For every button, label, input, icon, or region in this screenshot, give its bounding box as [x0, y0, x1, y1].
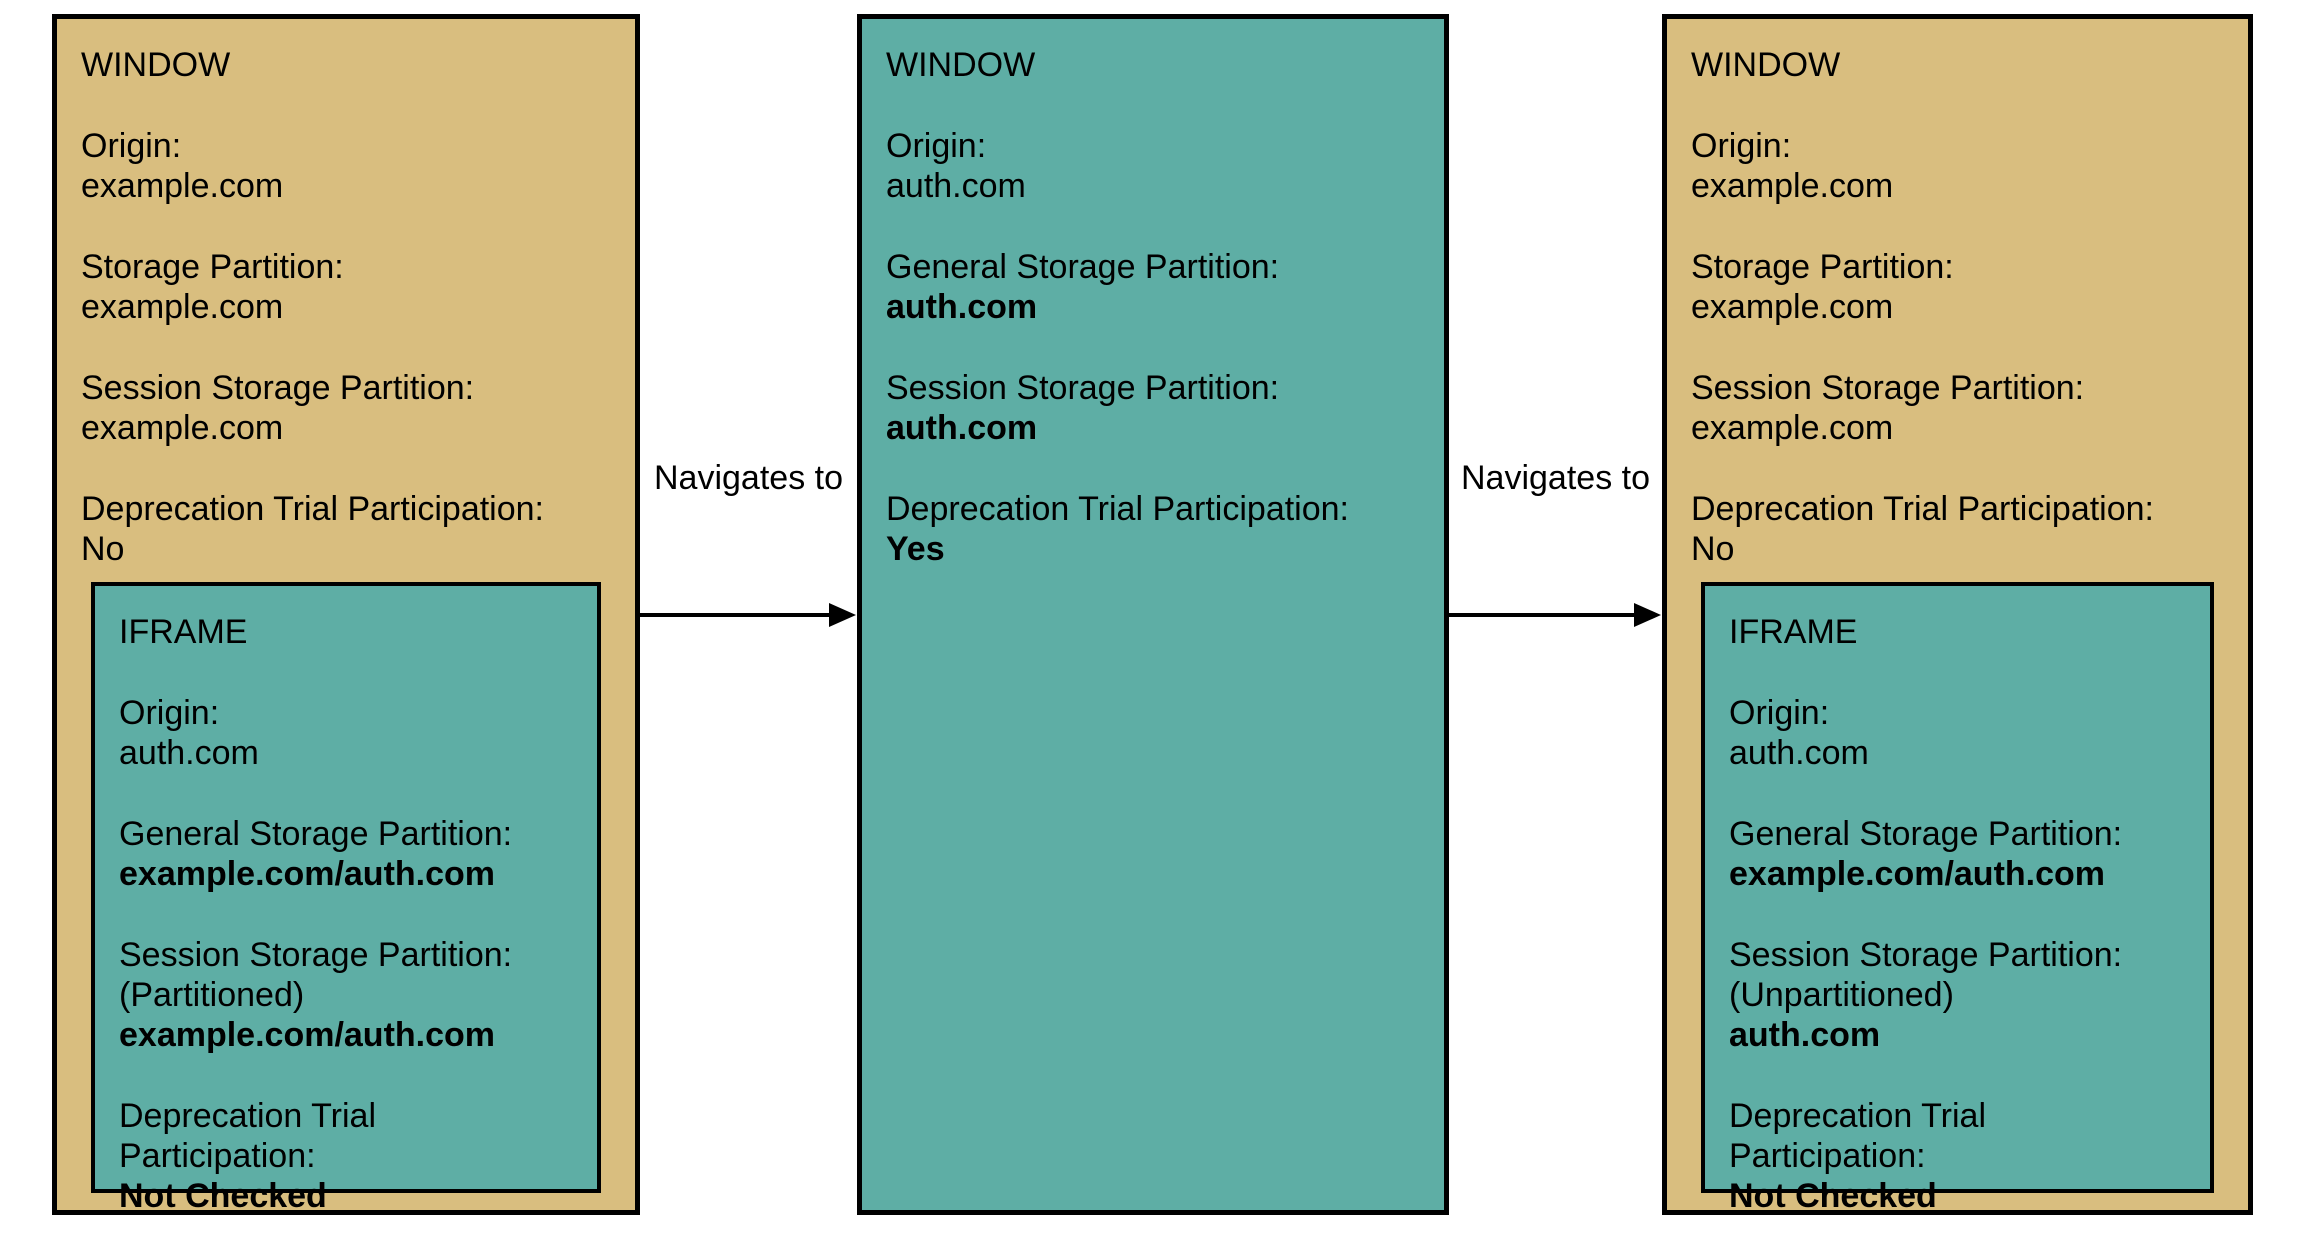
field: General Storage Partition:auth.com	[886, 247, 1420, 327]
window-title: WINDOW	[81, 46, 231, 84]
field: Origin:auth.com	[1729, 693, 2186, 773]
field: General Storage Partition:example.com/au…	[119, 814, 573, 894]
field-label: Origin:	[81, 127, 182, 165]
arrow-right-icon	[640, 603, 856, 627]
navigation-arrow-1: Navigates to	[640, 0, 857, 1244]
field-label: Deprecation Trial Participation:	[1691, 490, 2155, 528]
field-value: example.com	[81, 167, 284, 205]
field-label: Origin:	[886, 127, 987, 165]
field-label: Storage Partition:	[1691, 248, 1954, 286]
navigation-arrow-label: Navigates to	[654, 459, 843, 497]
field: Session Storage Partition:(Unpartitioned…	[1729, 935, 2186, 1055]
field-value: Yes	[886, 530, 945, 568]
field-value: (Unpartitioned)	[1729, 976, 1954, 1014]
field-value: Not Checked	[1729, 1177, 1937, 1215]
field-label: Deprecation Trial Participation:	[119, 1097, 377, 1175]
field-value: auth.com	[886, 288, 1038, 326]
field: Session Storage Partition:(Partitioned)e…	[119, 935, 573, 1055]
field-value: example.com	[1691, 288, 1894, 326]
field: Origin:example.com	[1691, 126, 2224, 206]
field: Session Storage Partition:example.com	[1691, 368, 2224, 448]
field: General Storage Partition:example.com/au…	[1729, 814, 2186, 894]
field: Origin:auth.com	[119, 693, 573, 773]
field: Deprecation Trial Participation:Not Chec…	[119, 1096, 573, 1216]
field-label: Session Storage Partition:	[1691, 369, 2085, 407]
field: Deprecation Trial Participation:No	[81, 489, 611, 569]
field: Origin:auth.com	[886, 126, 1420, 206]
navigation-arrow-2: Navigates to	[1449, 0, 1662, 1244]
field-value: auth.com	[1729, 734, 1869, 772]
field-value: auth.com	[886, 167, 1026, 205]
window-title: WINDOW	[886, 46, 1036, 84]
field-label: Deprecation Trial Participation:	[81, 490, 545, 528]
field: Origin:example.com	[81, 126, 611, 206]
field-value: example.com	[81, 288, 284, 326]
field-value: example.com	[1691, 409, 1894, 447]
field-value: auth.com	[1729, 1016, 1881, 1054]
iframe-title: IFRAME	[119, 613, 248, 651]
field-label: Origin:	[1691, 127, 1792, 165]
field-value: example.com/auth.com	[119, 1016, 496, 1054]
field-label: General Storage Partition:	[1729, 815, 2123, 853]
field: Storage Partition:example.com	[81, 247, 611, 327]
field: Deprecation Trial Participation:Not Chec…	[1729, 1096, 2186, 1216]
window-title: WINDOW	[1691, 46, 1841, 84]
field-label: Deprecation Trial Participation:	[886, 490, 1350, 528]
field: Session Storage Partition:example.com	[81, 368, 611, 448]
field: Session Storage Partition:auth.com	[886, 368, 1420, 448]
field-label: Origin:	[1729, 694, 1830, 732]
field-value: auth.com	[119, 734, 259, 772]
field: Storage Partition:example.com	[1691, 247, 2224, 327]
field-value: No	[81, 530, 125, 568]
iframe-title: IFRAME	[1729, 613, 1858, 651]
field: Deprecation Trial Participation:No	[1691, 489, 2224, 569]
arrow-right-icon	[1449, 603, 1661, 627]
field: Deprecation Trial Participation:Yes	[886, 489, 1420, 569]
field-value: Not Checked	[119, 1177, 327, 1215]
field-value: No	[1691, 530, 1735, 568]
field-value: example.com/auth.com	[119, 855, 496, 893]
field-value: (Partitioned)	[119, 976, 305, 1014]
field-value: example.com/auth.com	[1729, 855, 2106, 893]
field-value: auth.com	[886, 409, 1038, 447]
field-value: example.com	[1691, 167, 1894, 205]
field-label: General Storage Partition:	[119, 815, 513, 853]
navigation-arrow-label: Navigates to	[1461, 459, 1650, 497]
field-value: example.com	[81, 409, 284, 447]
field-label: Storage Partition:	[81, 248, 344, 286]
field-label: General Storage Partition:	[886, 248, 1280, 286]
field-label: Session Storage Partition:	[119, 936, 513, 974]
field-label: Session Storage Partition:	[886, 369, 1280, 407]
field-label: Deprecation Trial Participation:	[1729, 1097, 1987, 1175]
field-label: Origin:	[119, 694, 220, 732]
field-label: Session Storage Partition:	[81, 369, 475, 407]
field-label: Session Storage Partition:	[1729, 936, 2123, 974]
